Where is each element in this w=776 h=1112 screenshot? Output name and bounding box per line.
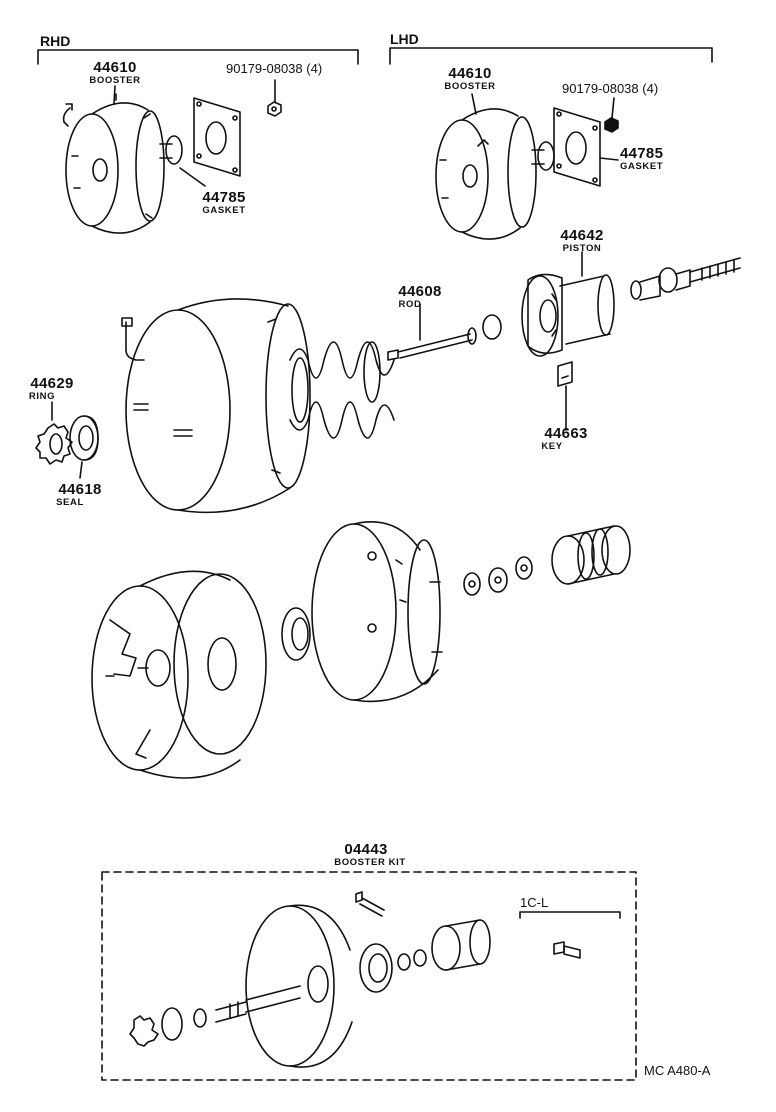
rear-shell-open xyxy=(91,570,267,779)
rhd-bracket xyxy=(37,49,359,65)
push-rod xyxy=(387,314,502,361)
diagram-code: MC A480-A xyxy=(644,1063,711,1078)
rhd-gasket-part: 44785 xyxy=(202,189,246,206)
ring-name: RING xyxy=(28,391,56,402)
seal-part: 44618 xyxy=(58,481,102,498)
lhd-booster-name: BOOSTER xyxy=(444,81,496,92)
diaphragm-seal xyxy=(281,607,311,661)
key-part: 44663 xyxy=(544,425,588,442)
small-washers xyxy=(463,556,533,596)
rhd-gasket xyxy=(193,97,241,177)
rhd-header: RHD xyxy=(40,33,71,49)
rear-shell xyxy=(121,298,311,514)
boot xyxy=(551,525,631,585)
booster-kit-box xyxy=(101,871,637,1081)
rhd-booster-name: BOOSTER xyxy=(89,75,141,86)
rhd-booster-part: 44610 xyxy=(93,59,137,76)
seal xyxy=(69,415,99,461)
rhd-nut xyxy=(267,101,282,117)
lhd-gasket-name: GASKET xyxy=(620,161,664,172)
rod-part: 44608 xyxy=(398,283,442,300)
lhd-nut-part: 90179-08038 (4) xyxy=(562,81,659,96)
rhd-booster xyxy=(62,93,183,234)
piston-name: PISTON xyxy=(562,243,602,254)
plunger-valve xyxy=(630,257,741,301)
front-shell xyxy=(311,521,443,703)
kit-variant: 1C-L xyxy=(520,895,549,910)
lhd-bracket xyxy=(389,47,713,65)
ring xyxy=(35,423,73,465)
piston xyxy=(521,273,615,357)
lhd-gasket xyxy=(553,107,601,187)
kit-1cl-valve xyxy=(553,941,581,959)
lhd-gasket-part: 44785 xyxy=(620,145,664,162)
piston-part: 44642 xyxy=(560,227,604,244)
key xyxy=(557,361,573,431)
lhd-header: LHD xyxy=(390,31,419,47)
rhd-gasket-name: GASKET xyxy=(202,205,246,216)
return-spring xyxy=(289,341,395,439)
kit-contents xyxy=(129,891,491,1068)
ring-part: 44629 xyxy=(30,375,74,392)
kit-part: 04443 xyxy=(344,841,388,858)
lhd-booster-part: 44610 xyxy=(448,65,492,82)
seal-name: SEAL xyxy=(56,497,84,508)
key-name: KEY xyxy=(541,441,563,452)
kit-1cl-bracket xyxy=(519,911,621,919)
rhd-nut-part: 90179-08038 (4) xyxy=(226,61,323,76)
rod-name: ROD xyxy=(398,299,422,310)
kit-name: BOOSTER KIT xyxy=(334,857,406,868)
lhd-nut xyxy=(604,117,619,133)
lhd-booster xyxy=(435,108,555,240)
